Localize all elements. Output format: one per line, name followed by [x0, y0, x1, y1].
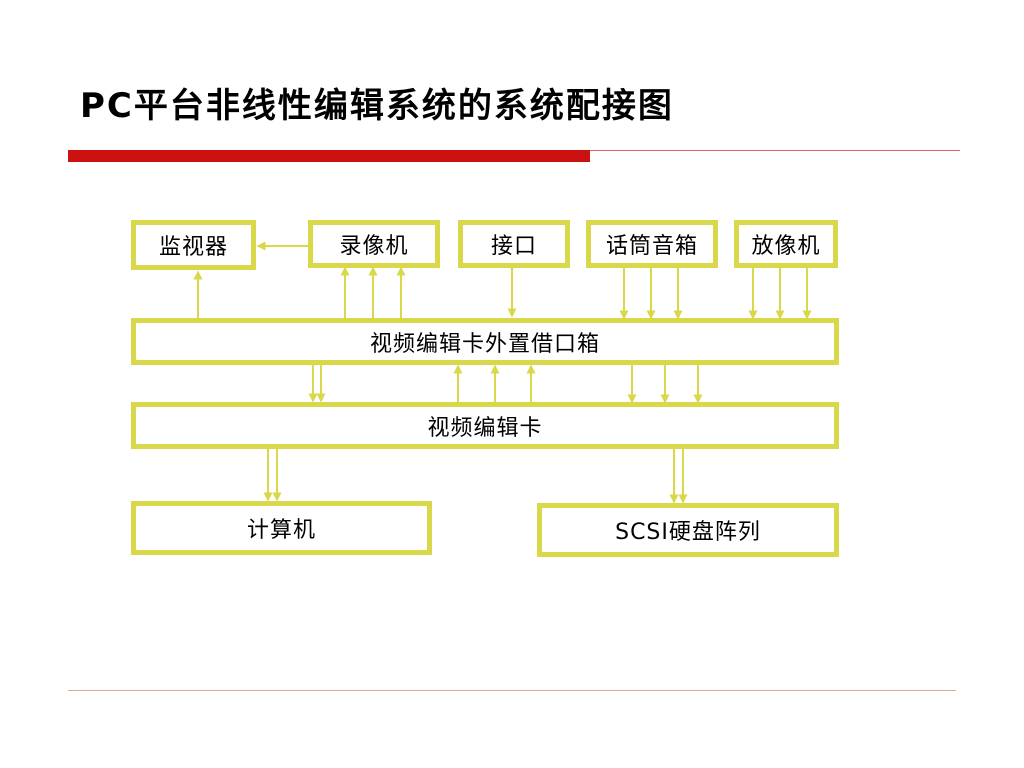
node-breakout-box: 视频编辑卡外置借口箱 [131, 318, 839, 365]
node-editing-card: 视频编辑卡 [131, 402, 839, 449]
node-player-label: 放像机 [751, 234, 821, 259]
title-rule-thin [590, 150, 960, 151]
node-interface-label: 接口 [490, 234, 537, 259]
node-monitor: 监视器 [131, 220, 256, 270]
node-computer-label: 计算机 [246, 518, 316, 543]
node-scsi-array: SCSI硬盘阵列 [537, 503, 839, 557]
node-mic-speaker-label: 话筒音箱 [605, 234, 698, 259]
node-computer: 计算机 [131, 501, 432, 555]
node-monitor-label: 监视器 [158, 235, 228, 260]
node-scsi-array-label: SCSI硬盘阵列 [615, 520, 761, 545]
node-recorder-label: 录像机 [339, 234, 409, 259]
slide-title: PC平台非线性编辑系统的系统配接图 [80, 86, 674, 126]
node-interface: 接口 [458, 220, 570, 268]
node-editing-card-label: 视频编辑卡 [427, 415, 543, 441]
node-player: 放像机 [734, 220, 838, 268]
node-recorder: 录像机 [308, 220, 440, 268]
title-rule-thick [68, 150, 590, 162]
bottom-rule [68, 690, 956, 691]
node-mic-speaker: 话筒音箱 [586, 220, 718, 268]
node-breakout-box-label: 视频编辑卡外置借口箱 [369, 331, 600, 357]
